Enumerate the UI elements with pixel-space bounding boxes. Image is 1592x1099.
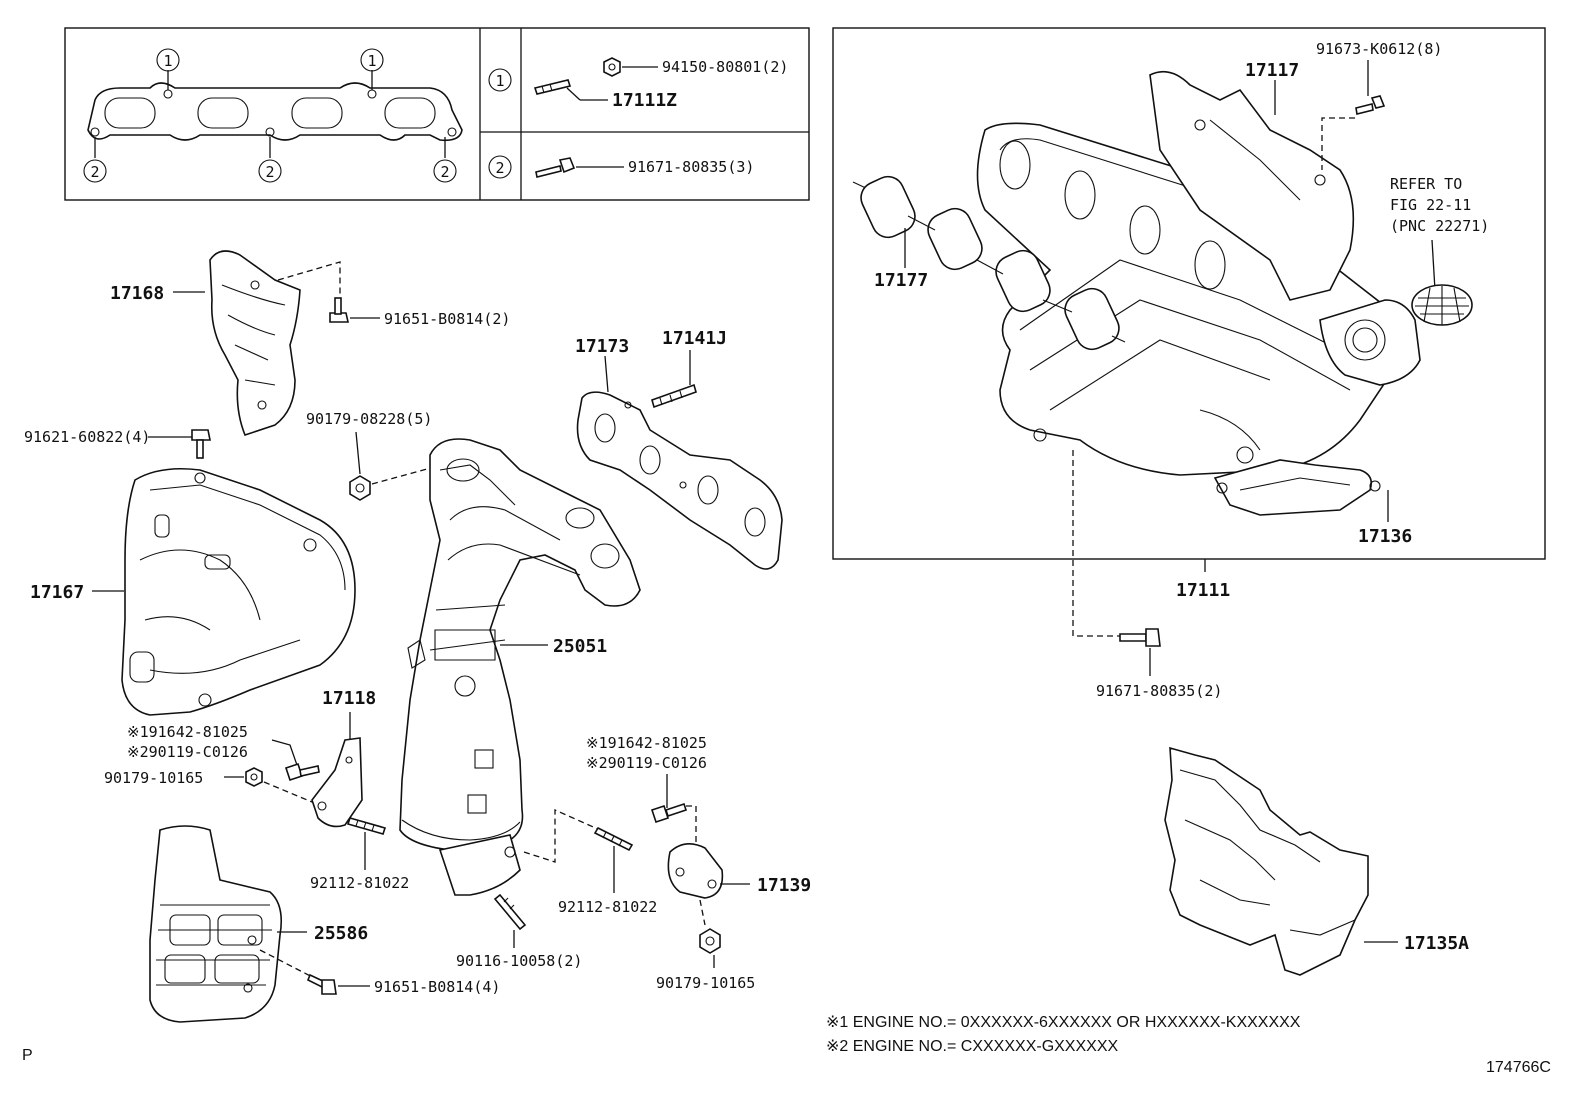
label-17136: 17136 [1358,526,1412,547]
bracket-17136 [1213,459,1381,516]
throttle-gasket-mesh-icon [1411,284,1473,326]
stud-bolt-icon [346,817,387,835]
lower-insulator-25586 [149,825,283,1023]
label-90179-10165-right: 90179-10165 [656,974,755,992]
label-17173: 17173 [575,336,629,357]
label-91671-80835-2: 91671-80835(2) [1096,682,1222,700]
refer-to-line3: (PNC 22271) [1390,217,1489,235]
heat-insulator-17168 [209,250,301,436]
label-90119-c0126-left: ※290119-C0126 [127,743,248,761]
svg-text:1: 1 [163,52,172,70]
label-91651-b0814-2: 91651-B0814(2) [384,310,510,328]
label-17168: 17168 [110,283,164,304]
nut-icon [603,57,621,77]
label-90179-10165-left: 90179-10165 [104,769,203,787]
engine-note-2: ※2 ENGINE NO.= CXXXXXX-GXXXXXX [826,1038,1118,1055]
engine-cover-17135a [1164,746,1369,976]
page-mark: P [22,1047,33,1064]
stud-bolt-icon [533,79,572,95]
bolt-icon [1119,628,1161,647]
svg-text:2: 2 [90,163,99,181]
label-91651-b0814-4: 91651-B0814(4) [374,978,500,996]
refer-to-line1: REFER TO [1390,175,1462,193]
svg-text:2: 2 [495,159,504,177]
gasket-legend-table: 1 1 1 2 2 2 2 17111Z 94 [64,27,810,201]
bolt-icon [329,297,349,323]
exhaust-gasket-illustration [87,70,463,158]
bolt-icon [1355,95,1386,115]
label-25051: 25051 [553,636,607,657]
intake-manifold-illustration [976,122,1421,476]
label-92112-81022-left: 92112-81022 [310,874,409,892]
label-17139: 17139 [757,875,811,896]
label-17177: 17177 [874,270,928,291]
svg-text:2: 2 [440,163,449,181]
callout-1-marker: 1 1 1 [156,48,512,92]
heat-insulator-17167 [121,467,356,716]
label-17111z: 17111Z [612,90,677,111]
label-17118: 17118 [322,688,376,709]
bracket-17139 [667,843,724,899]
label-17141j: 17141J [662,328,727,349]
bolt-icon [650,802,688,824]
label-91642-81025-right: ※191642-81025 [586,734,707,752]
svg-text:1: 1 [367,52,376,70]
exhaust-manifold-gasket-17173 [576,391,783,570]
svg-text:2: 2 [265,163,274,181]
intake-manifold-group: 17117 91673-K0612(8) REFER TO FIG 22-11 … [832,27,1546,637]
intake-gasket-17177 [852,175,1126,351]
callout-2-marker: 2 2 2 2 [83,155,512,183]
stud-bolt-icon [593,826,634,852]
label-91673-k0612: 91673-K0612(8) [1316,40,1442,58]
engine-note-1: ※1 ENGINE NO.= 0XXXXXX-6XXXXXX OR HXXXXX… [826,1014,1301,1031]
label-90179-08228: 90179-08228(5) [306,410,432,428]
nut-icon [699,928,721,954]
heat-shield-17117 [1149,70,1355,301]
bolt-icon [191,429,211,459]
bolt-icon [535,157,576,178]
figure-id: 174766C [1486,1059,1551,1076]
stud-bolt-icon [493,893,527,931]
bolt-icon [284,762,320,782]
label-25586: 25586 [314,923,368,944]
label-91621-60822: 91621-60822(4) [24,428,150,446]
refer-to-line2: FIG 22-11 [1390,196,1471,214]
svg-text:1: 1 [495,72,504,90]
label-17135a: 17135A [1404,933,1469,954]
label-17167: 17167 [30,582,84,603]
exhaust-manifold-converter-25051 [399,438,641,896]
label-17111: 17111 [1176,580,1230,601]
nut-icon [245,767,263,787]
label-94150-80801: 94150-80801(2) [662,58,788,76]
bolt-icon [306,973,337,995]
label-91671-80835-3: 91671-80835(3) [628,158,754,176]
label-90116-10058: 90116-10058(2) [456,952,582,970]
label-90119-c0126-right: ※290119-C0126 [586,754,707,772]
bracket-17118 [311,737,363,828]
label-91642-81025-left: ※191642-81025 [127,723,248,741]
label-17117: 17117 [1245,60,1299,81]
stud-bolt-icon [651,383,697,409]
label-92112-81022-right: 92112-81022 [558,898,657,916]
nut-icon [349,475,371,501]
